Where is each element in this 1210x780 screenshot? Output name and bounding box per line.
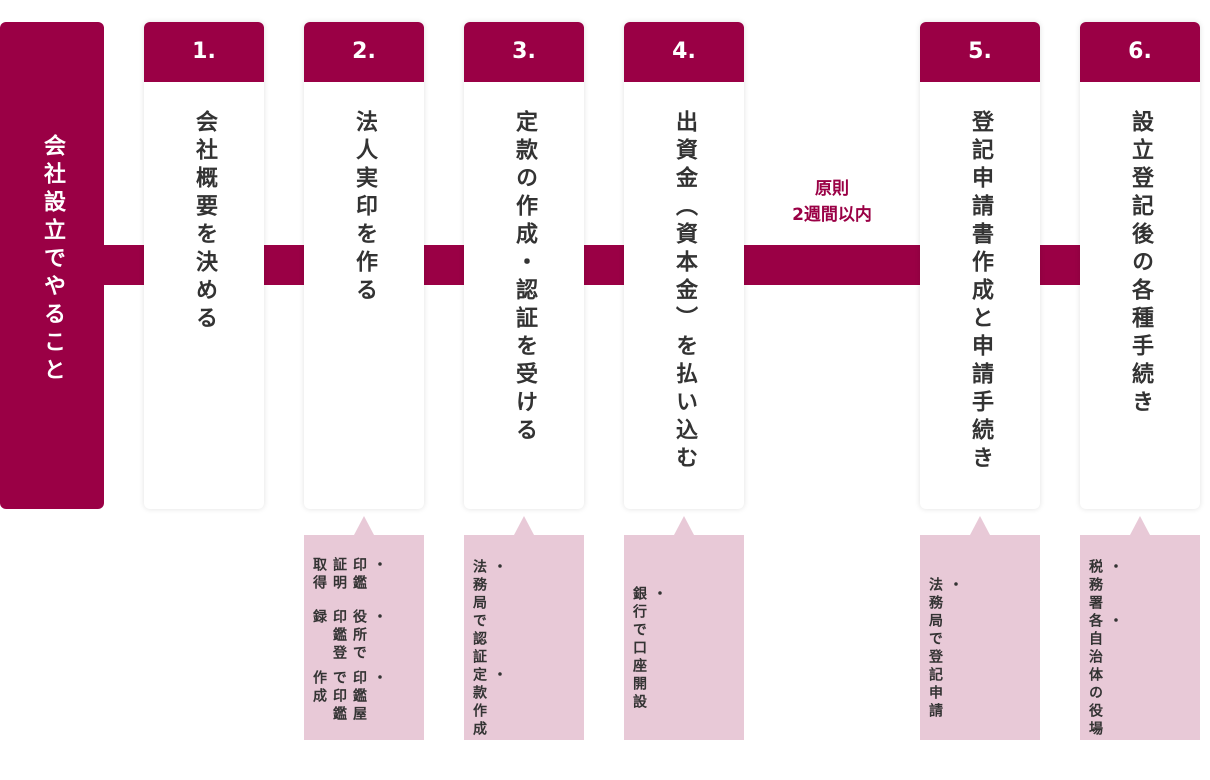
note-item: ・銀行で口座開設 bbox=[631, 585, 667, 712]
gap-label: 原則 2週間以内 bbox=[744, 176, 920, 228]
note-item: ・法務局で登記申請 bbox=[927, 576, 963, 721]
gap-label-line2: 2週間以内 bbox=[792, 205, 872, 225]
note-item: ・役所で印鑑登録 bbox=[311, 609, 387, 664]
step-title: 法人実印を作る bbox=[352, 110, 377, 306]
step-title: 定款の作成・認証を受ける bbox=[512, 110, 537, 446]
step-number: 6. bbox=[1080, 22, 1200, 82]
step-1: 1. 会社概要を決める bbox=[144, 22, 264, 509]
step-2: 2. 法人実印を作る bbox=[304, 22, 424, 509]
note-step-2: ・印鑑証明取得 ・役所で印鑑登録 ・印鑑屋で印鑑作成 bbox=[304, 516, 424, 740]
connector-5-6 bbox=[1040, 245, 1080, 285]
gap-label-line1: 原則 bbox=[815, 179, 849, 199]
note-item: ・印鑑証明取得 bbox=[311, 557, 387, 593]
step-number: 4. bbox=[624, 22, 744, 82]
note-item: ・税務署 bbox=[1087, 558, 1123, 613]
note-item: ・印鑑屋で印鑑作成 bbox=[311, 670, 387, 725]
main-box: 会社設立でやること bbox=[0, 22, 104, 509]
step-title: 会社概要を決める bbox=[192, 110, 217, 334]
note-item: ・定款作成 bbox=[471, 666, 507, 739]
main-label: 会社設立でやること bbox=[40, 134, 65, 386]
step-title: 出資金（資本金）を払い込む bbox=[672, 110, 697, 474]
note-item: ・各自治体の役場 bbox=[1087, 612, 1123, 739]
step-number: 1. bbox=[144, 22, 264, 82]
step-number: 5. bbox=[920, 22, 1040, 82]
note-item: ・法務局で認証 bbox=[471, 558, 507, 667]
step-4: 4. 出資金（資本金）を払い込む bbox=[624, 22, 744, 509]
step-title: 設立登記後の各種手続き bbox=[1128, 110, 1153, 418]
note-step-6: ・税務署 ・各自治体の役場 bbox=[1080, 516, 1200, 740]
note-step-3: ・法務局で認証 ・定款作成 bbox=[464, 516, 584, 740]
step-5: 5. 登記申請書作成と申請手続き bbox=[920, 22, 1040, 509]
step-number: 3. bbox=[464, 22, 584, 82]
connector-main-1 bbox=[104, 245, 144, 285]
note-step-5: ・法務局で登記申請 bbox=[920, 516, 1040, 740]
step-number: 2. bbox=[304, 22, 424, 82]
connector-3-4 bbox=[584, 245, 624, 285]
connector-2-3 bbox=[424, 245, 464, 285]
connector-4-5 bbox=[744, 245, 920, 285]
step-title: 登記申請書作成と申請手続き bbox=[968, 110, 993, 474]
connector-1-2 bbox=[264, 245, 304, 285]
note-step-4: ・銀行で口座開設 bbox=[624, 516, 744, 740]
step-3: 3. 定款の作成・認証を受ける bbox=[464, 22, 584, 509]
step-6: 6. 設立登記後の各種手続き bbox=[1080, 22, 1200, 509]
